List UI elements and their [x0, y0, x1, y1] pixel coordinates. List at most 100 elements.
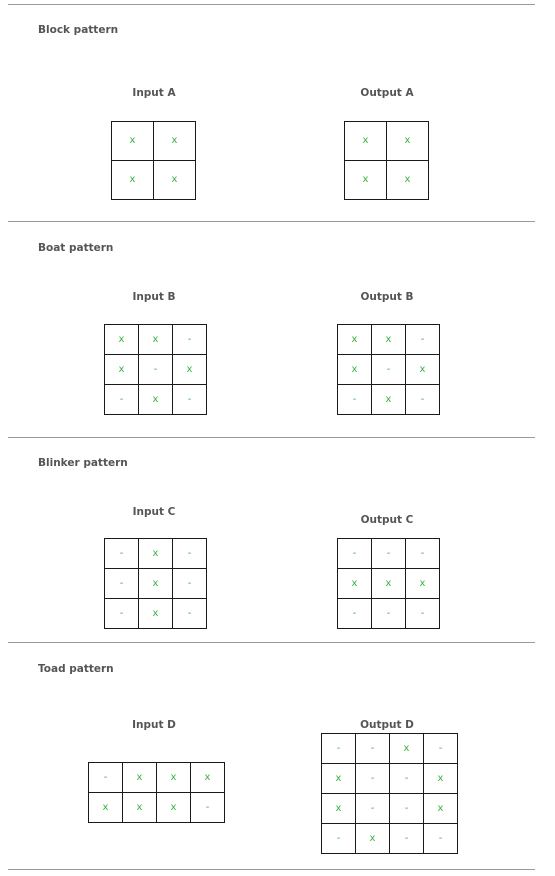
grid-cell: x — [371, 568, 406, 599]
grid-cell: - — [355, 763, 390, 794]
grid-cell: - — [405, 538, 440, 569]
grid-row: -x-- — [321, 823, 458, 854]
grid-cell: x — [190, 762, 225, 793]
grid-cell: x — [172, 354, 207, 385]
grid-cell: - — [389, 793, 424, 824]
grid-cell: - — [321, 823, 356, 854]
grid-title-output-d: Output D — [360, 719, 414, 731]
grid-row: --- — [337, 598, 440, 629]
grid-cell: x — [371, 384, 406, 415]
grid-cell: x — [405, 354, 440, 385]
grid-title-output-b: Output B — [360, 291, 414, 303]
grid-cell: x — [111, 160, 154, 200]
grid-cell: x — [389, 733, 424, 764]
grid-cell: x — [104, 324, 139, 355]
grid-title-output-a: Output A — [360, 87, 414, 99]
divider-bottom — [8, 869, 535, 870]
section-title-block: Block pattern — [38, 24, 119, 36]
grid-title-input-a: Input A — [132, 87, 176, 99]
grid-cell: - — [405, 324, 440, 355]
section-title-toad: Toad pattern — [38, 663, 114, 675]
grid-cell: x — [138, 384, 173, 415]
grid-cell: x — [386, 160, 429, 200]
divider-boat-blinker — [8, 437, 535, 438]
grid-cell: x — [386, 121, 429, 161]
grid-cell: - — [337, 598, 372, 629]
grid-title-input-c: Input C — [132, 506, 176, 518]
grid-cell: x — [156, 792, 191, 823]
grid-cell: x — [122, 792, 157, 823]
grid-cell: - — [190, 792, 225, 823]
grid-cell: x — [337, 568, 372, 599]
grid-cell: - — [337, 538, 372, 569]
grid-cell: - — [321, 733, 356, 764]
grid-row: -x- — [104, 384, 207, 415]
grid-cell: - — [405, 598, 440, 629]
grid-cell: x — [337, 324, 372, 355]
grid-row: -x- — [337, 384, 440, 415]
grid-cell: - — [355, 793, 390, 824]
grid-cell: x — [122, 762, 157, 793]
grid-cell: - — [172, 384, 207, 415]
grid-cell: x — [153, 121, 196, 161]
grid-cell: - — [405, 384, 440, 415]
grid-cell: - — [104, 598, 139, 629]
grid-cell: x — [355, 823, 390, 854]
grid-row: x-x — [337, 354, 440, 385]
grid-cell: - — [104, 538, 139, 569]
grid-input-c: -x--x--x- — [104, 538, 207, 629]
grid-cell: x — [111, 121, 154, 161]
grid-cell: - — [355, 733, 390, 764]
divider-top — [8, 4, 535, 5]
grid-cell: - — [172, 568, 207, 599]
grid-cell: x — [321, 793, 356, 824]
grid-row: -x- — [104, 568, 207, 599]
grid-cell: - — [389, 763, 424, 794]
grid-title-output-c: Output C — [360, 514, 414, 526]
grid-cell: x — [156, 762, 191, 793]
grid-cell: - — [423, 823, 458, 854]
grid-cell: - — [104, 568, 139, 599]
grid-title-input-d: Input D — [132, 719, 176, 731]
grid-cell: x — [138, 324, 173, 355]
grid-cell: - — [389, 823, 424, 854]
grid-row: x--x — [321, 793, 458, 824]
grid-row: --- — [337, 538, 440, 569]
grid-cell: x — [104, 354, 139, 385]
grid-cell: - — [423, 733, 458, 764]
grid-cell: - — [138, 354, 173, 385]
grid-cell: x — [138, 538, 173, 569]
grid-cell: - — [337, 384, 372, 415]
section-title-blinker: Blinker pattern — [38, 457, 128, 469]
section-title-boat: Boat pattern — [38, 242, 114, 254]
divider-block-boat — [8, 221, 535, 222]
grid-row: --x- — [321, 733, 458, 764]
grid-row: -x- — [104, 598, 207, 629]
grid-cell: - — [172, 598, 207, 629]
divider-blinker-toad — [8, 642, 535, 643]
grid-cell: x — [337, 354, 372, 385]
grid-row: x-x — [104, 354, 207, 385]
grid-cell: x — [423, 763, 458, 794]
grid-cell: - — [172, 538, 207, 569]
grid-cell: - — [88, 762, 123, 793]
grid-cell: x — [153, 160, 196, 200]
grid-title-input-b: Input B — [132, 291, 176, 303]
grid-cell: x — [423, 793, 458, 824]
grid-cell: - — [371, 354, 406, 385]
grid-cell: x — [138, 568, 173, 599]
grid-cell: x — [138, 598, 173, 629]
grid-cell: - — [172, 324, 207, 355]
